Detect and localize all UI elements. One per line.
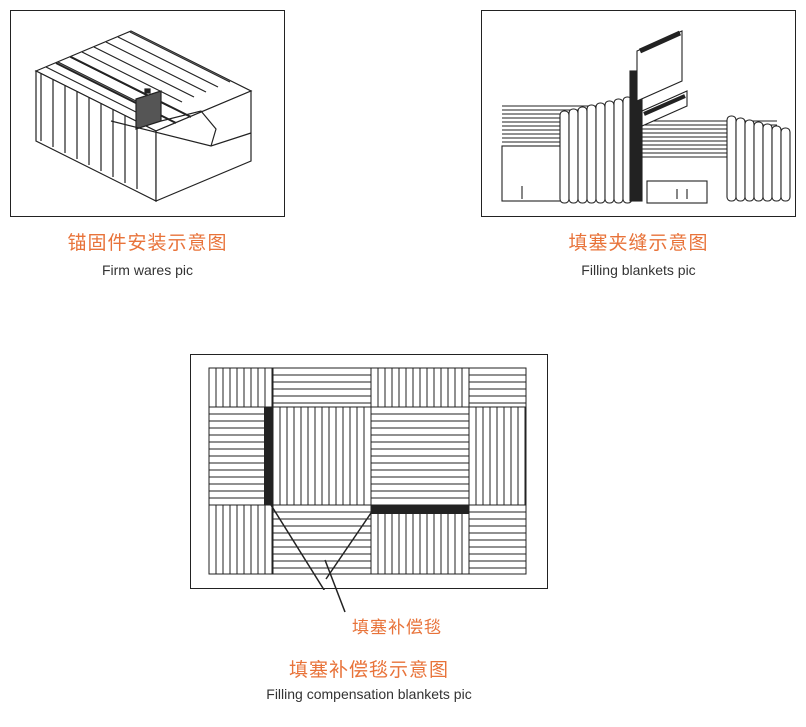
caption-en-firm-wares: Firm wares pic bbox=[101, 262, 193, 278]
compensation-strip-horizontal bbox=[371, 505, 469, 514]
callout-leader-1 bbox=[270, 504, 326, 590]
callout-leader-2 bbox=[325, 512, 372, 580]
compensation-strip-vertical bbox=[264, 407, 273, 505]
caption-en-filling-blankets: Filling blankets pic bbox=[581, 262, 696, 278]
filling-blankets-illustration bbox=[501, 30, 791, 204]
figure-firm-wares bbox=[10, 10, 285, 217]
caption-en-compensation: Filling compensation blankets pic bbox=[266, 686, 472, 702]
caption-zh-filling-blankets: 填塞夹缝示意图 bbox=[568, 232, 709, 254]
firm-wares-illustration bbox=[34, 30, 253, 202]
caption-zh-firm-wares: 锚固件安装示意图 bbox=[67, 232, 228, 254]
compensation-blankets-grid bbox=[208, 367, 527, 590]
figure-compensation-blankets bbox=[190, 354, 548, 590]
caption-zh-compensation: 填塞补偿毯示意图 bbox=[288, 659, 449, 681]
callout-compensation-blanket: 填塞补偿毯 bbox=[352, 618, 442, 638]
figure-filling-blankets bbox=[481, 10, 796, 217]
